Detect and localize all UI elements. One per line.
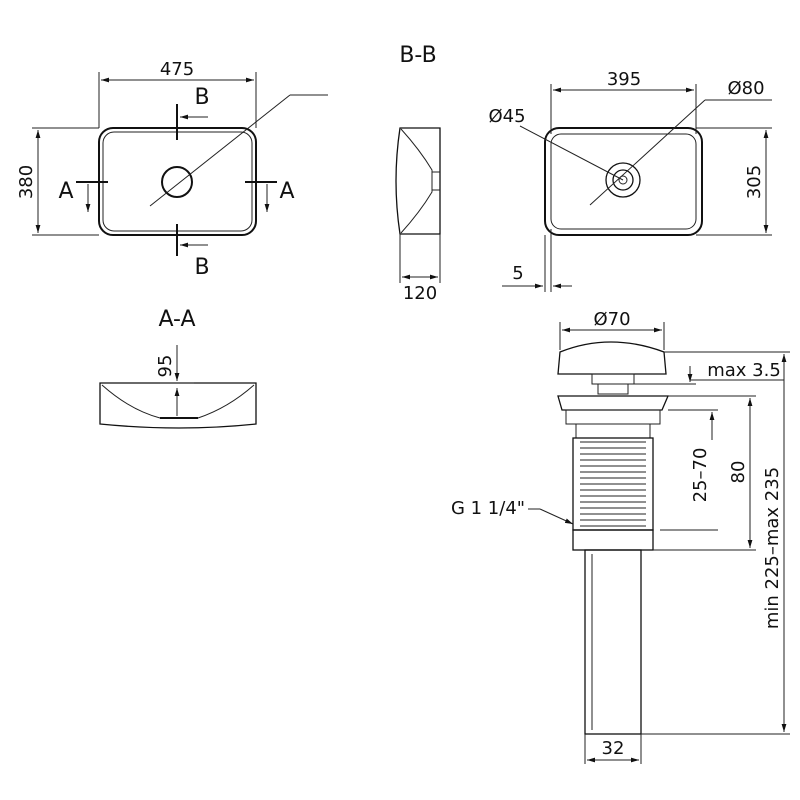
bb-profile: [395, 127, 441, 235]
section-bb-title: B-B: [399, 43, 436, 68]
section-aa-title: A-A: [158, 307, 195, 332]
thread-height-label: 80: [728, 461, 749, 484]
rim-label: 5: [512, 263, 523, 284]
section-a-right-label: A: [279, 179, 294, 204]
cap-diameter-label: Ø70: [593, 309, 630, 330]
drain-inner-ring: [612, 169, 634, 191]
section-b-top-label: B: [194, 85, 209, 110]
drain-stem: [591, 373, 635, 385]
height-label: 380: [16, 165, 37, 199]
drain-outer-diameter-label: Ø80: [727, 78, 764, 99]
basin-inner-outline: [102, 131, 253, 232]
width-label: 475: [160, 59, 194, 80]
range-label: 25–70: [690, 448, 711, 503]
drain-hole: [161, 166, 193, 198]
section-a-left-label: A: [58, 179, 73, 204]
drain-pipe: [584, 549, 642, 735]
aa-depth-label: 95: [155, 355, 176, 378]
drain-outer-ring: [605, 162, 641, 198]
inner-basin-rim: [550, 133, 697, 230]
inner-width-label: 395: [607, 69, 641, 90]
inner-height-label: 305: [744, 165, 765, 199]
thread-lines: [580, 441, 646, 527]
gap-label: max 3.5: [707, 360, 781, 381]
aa-inner-curve: [101, 384, 255, 419]
drain-inner-diameter-label: Ø45: [488, 106, 525, 127]
section-bb: B-B 120: [395, 43, 441, 304]
top-view: 475 380 A A B B: [16, 59, 328, 280]
pipe-diameter-label: 32: [602, 738, 625, 759]
section-b-bottom-label: B: [194, 255, 209, 280]
basin-outline: [98, 127, 257, 236]
total-height-label: min 225–max 235: [762, 467, 783, 629]
drain-cap: [557, 341, 667, 375]
lock-nut: [572, 529, 654, 551]
inner-view: Ø45 Ø80 395 305 5: [488, 69, 772, 292]
thread-label: G 1 1/4": [451, 498, 525, 519]
bb-depth-label: 120: [403, 283, 437, 304]
inner-basin-outline: [544, 127, 703, 236]
drain-assembly: Ø70 max 3.5 25–70 80 min 225–max 235 G 1…: [451, 309, 790, 764]
drain-flange: [557, 395, 669, 411]
hole-leader: [149, 94, 291, 207]
section-aa: A-A 95: [99, 307, 257, 429]
aa-profile: [99, 382, 257, 429]
bb-inner-curve: [400, 128, 433, 234]
